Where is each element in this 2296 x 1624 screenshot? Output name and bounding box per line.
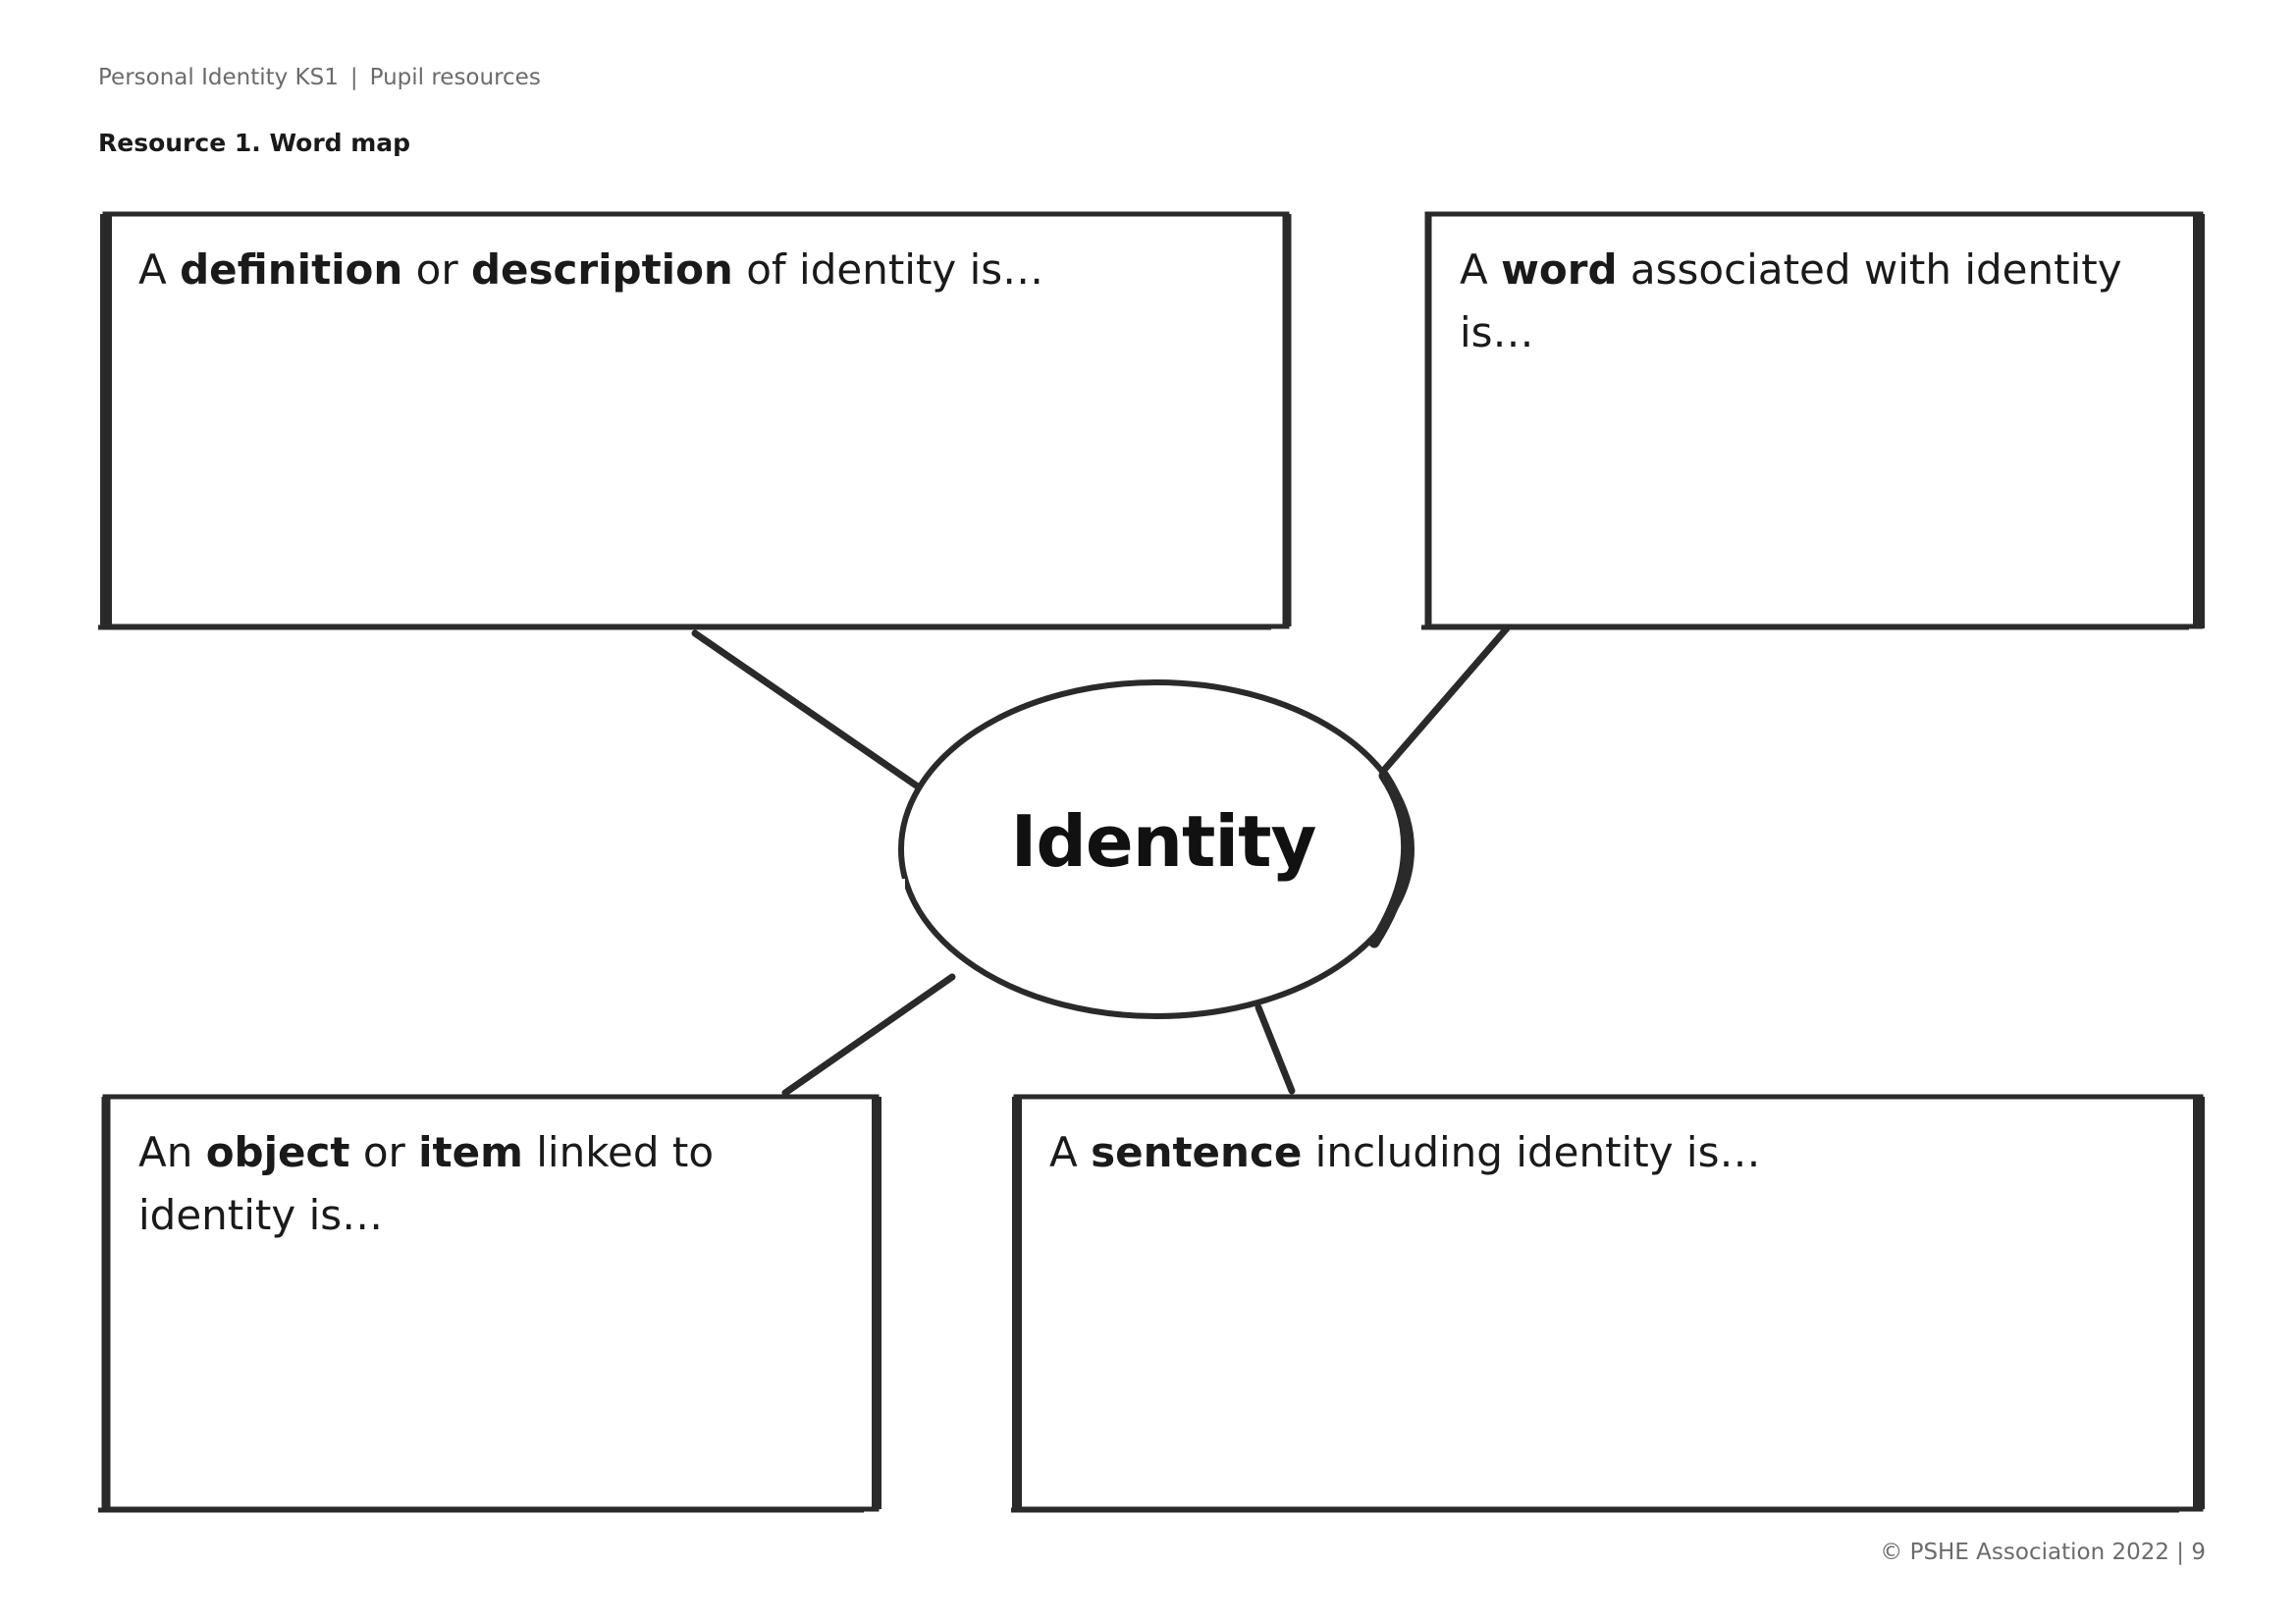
- box-bottom-left-text: An object or item linked to identity is…: [138, 1128, 715, 1239]
- box-top-left-text: A definition or description of identity …: [138, 245, 1044, 294]
- header-section: Pupil resources: [369, 65, 541, 90]
- keyword-object: object: [205, 1128, 350, 1176]
- connector-top-right: [1375, 624, 1511, 780]
- connector-top-left: [691, 629, 932, 797]
- keyword-item: item: [418, 1128, 523, 1176]
- keyword-word: word: [1501, 245, 1618, 294]
- center-ellipse: [897, 679, 1415, 1019]
- header-separator: |: [349, 65, 358, 90]
- center-node-label: Identity: [1010, 800, 1317, 883]
- connector-bottom-left: [781, 973, 956, 1097]
- keyword-sentence: sentence: [1091, 1128, 1303, 1176]
- keyword-description: description: [470, 245, 733, 294]
- header-course: Personal Identity KS1: [98, 65, 339, 90]
- box-bottom-right-text: A sentence including identity is…: [1049, 1128, 1761, 1176]
- resource-title: Resource 1. Word map: [98, 129, 411, 157]
- page-header: Personal Identity KS1 | Pupil resources: [98, 65, 541, 90]
- box-top-right: [1421, 211, 2205, 630]
- box-top-right-text: A word associated with identity is…: [1460, 245, 2122, 356]
- box-top-left: [98, 211, 1292, 630]
- box-bottom-right: [1011, 1094, 2205, 1513]
- box-bottom-left: [98, 1094, 881, 1513]
- connector-bottom-right: [1255, 1003, 1296, 1095]
- page-footer: © PSHE Association 2022 | 9: [1880, 1540, 2206, 1565]
- keyword-definition: definition: [180, 245, 403, 294]
